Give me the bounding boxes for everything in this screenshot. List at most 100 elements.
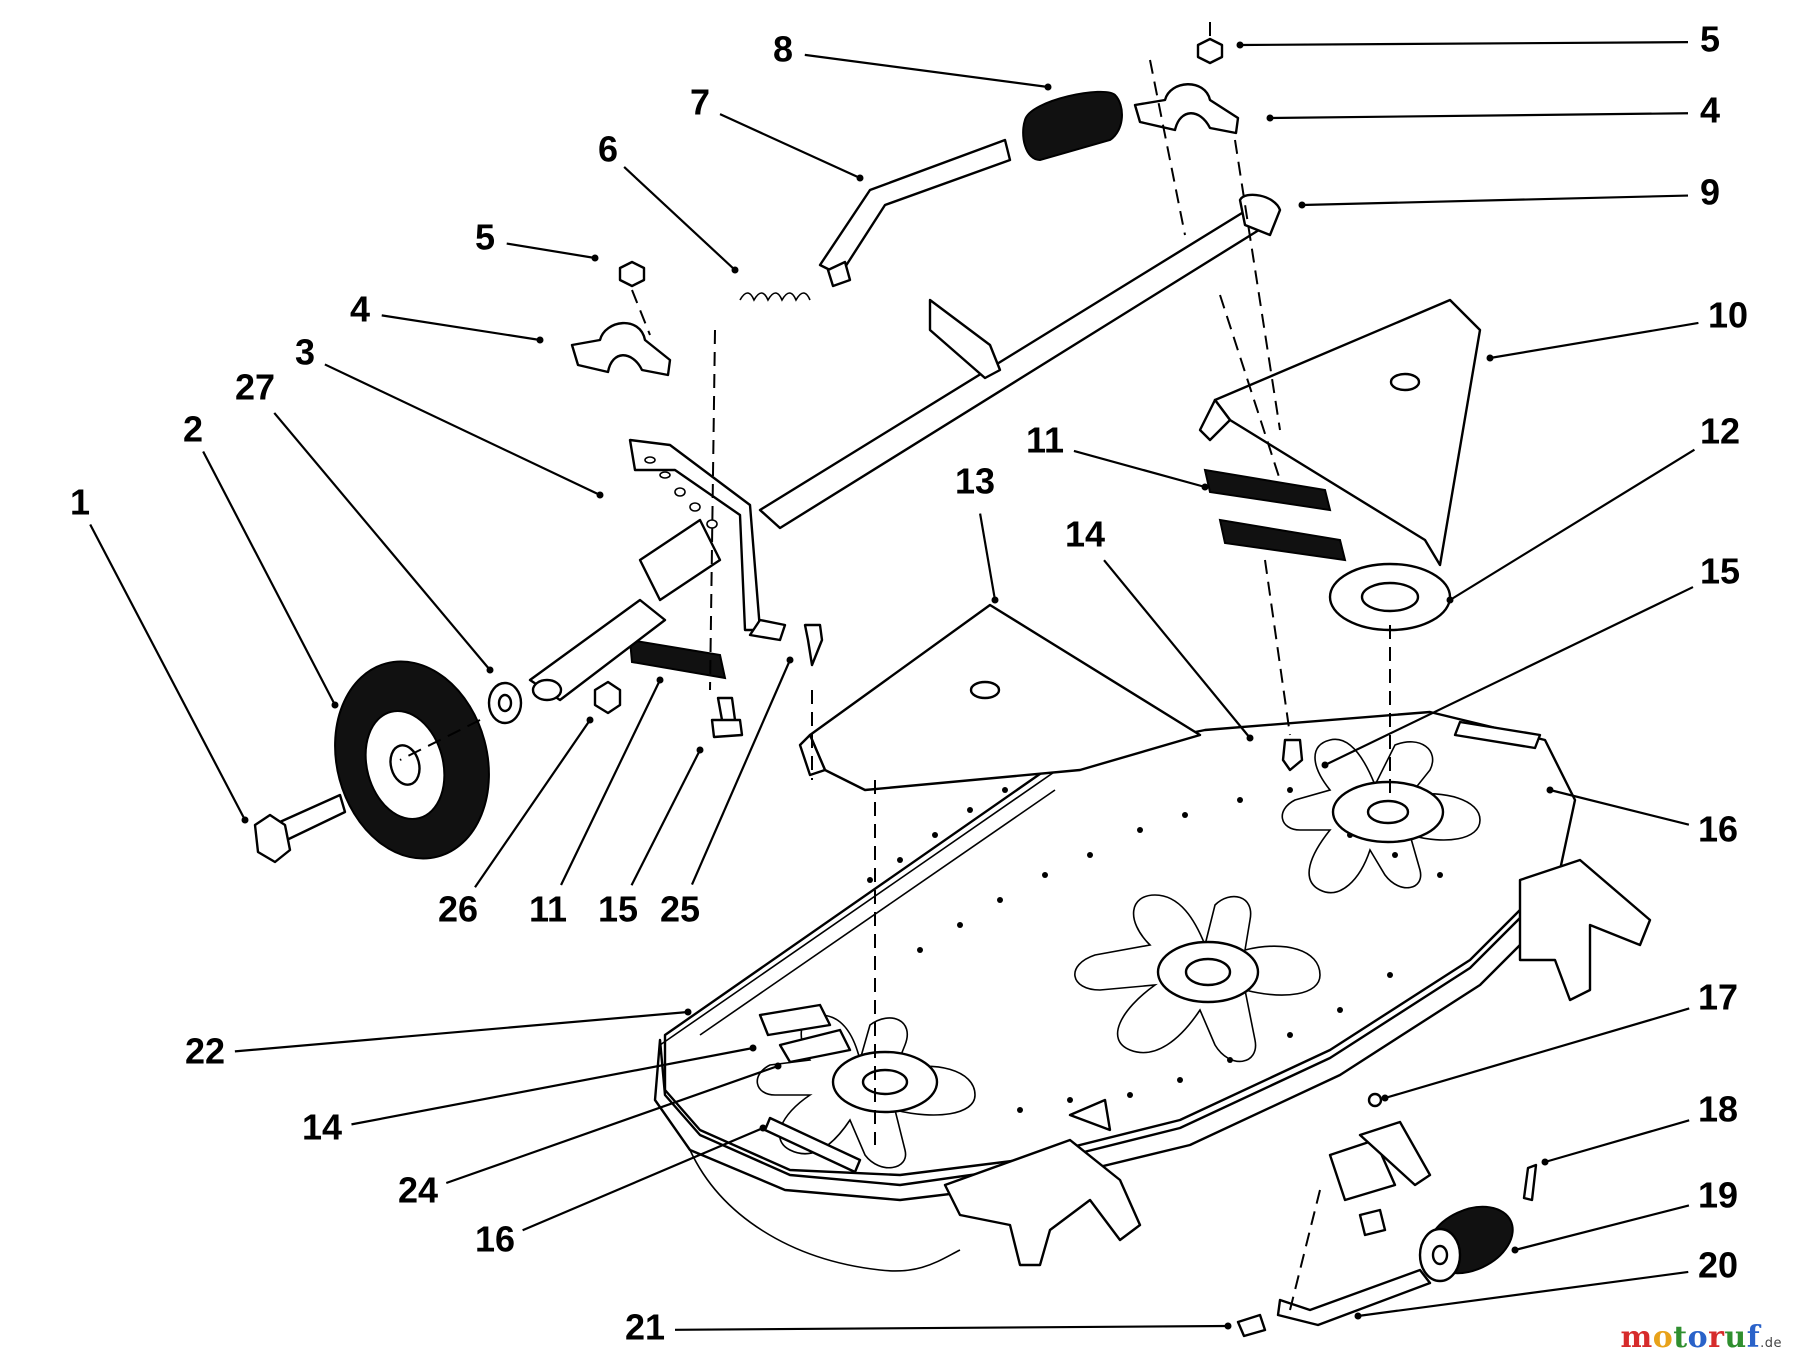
roller-axle-20 — [1276, 1268, 1432, 1327]
bolt-15-right — [1281, 738, 1304, 772]
leader-dot-24 — [774, 1062, 782, 1070]
leader-line-18 — [1544, 1119, 1690, 1164]
leader-dot-15-right — [1321, 761, 1329, 769]
callout-label-5-left: 5 — [475, 217, 495, 258]
leader-dot-7 — [856, 174, 864, 182]
callout-label-24: 24 — [398, 1170, 438, 1211]
watermark-letter: f — [1746, 1320, 1761, 1355]
lift-handle-7 — [818, 138, 1012, 288]
deck-triangle-decal — [1068, 1098, 1112, 1132]
roller-bracket — [1328, 1120, 1432, 1237]
spindle-cutout-left — [756, 1014, 976, 1169]
pad-11-left — [628, 638, 727, 680]
deck-pad-24 — [778, 1028, 852, 1064]
leader-line-14-bottom — [351, 1046, 754, 1126]
callout-label-21: 21 — [625, 1307, 665, 1348]
screw-21 — [1236, 1313, 1267, 1338]
watermark-letter: t — [1673, 1320, 1688, 1355]
leader-line-11-left — [560, 679, 661, 886]
callout-label-7: 7 — [690, 82, 710, 123]
deck-slot-right — [1453, 720, 1542, 750]
leader-line-25 — [690, 659, 792, 885]
mower-deck-housing — [653, 710, 1652, 1272]
leader-line-24 — [445, 1064, 779, 1185]
clamp-4-left — [570, 321, 672, 377]
leader-dot-5-right — [1236, 41, 1244, 49]
pad-11-upper — [1203, 468, 1332, 512]
front-hitch-bracket-right — [1518, 858, 1652, 1002]
callout-leaders — [89, 41, 1699, 1331]
leader-dot-21 — [1224, 1322, 1232, 1330]
spacer-plate-12 — [1328, 562, 1452, 632]
motoruf-watermark: motoruf.de — [1620, 1320, 1782, 1355]
leader-dot-8 — [1044, 83, 1052, 91]
leader-dot-5-left — [591, 254, 599, 262]
callout-label-5-right: 5 — [1700, 19, 1720, 60]
clamp-4-right — [1133, 83, 1240, 135]
leader-line-15-left — [630, 749, 701, 886]
callout-label-4-left: 4 — [350, 289, 370, 330]
leader-dot-16-right — [1546, 786, 1554, 794]
callout-label-3: 3 — [295, 332, 315, 373]
leader-dot-6 — [731, 266, 739, 274]
leader-dot-14-bottom — [749, 1044, 757, 1052]
leader-dot-17 — [1381, 1094, 1389, 1102]
nut-26 — [593, 680, 622, 715]
watermark-letter: u — [1724, 1320, 1747, 1355]
mount-bracket-3 — [628, 438, 787, 642]
baffle-10 — [1198, 298, 1482, 567]
wheel-2 — [334, 660, 490, 860]
leader-dot-15-left — [696, 746, 704, 754]
callout-label-12: 12 — [1700, 411, 1740, 452]
leader-line-21 — [674, 1324, 1229, 1331]
callout-label-19: 19 — [1698, 1175, 1738, 1216]
bolt-15-left — [710, 696, 744, 739]
bolt-25 — [803, 623, 824, 667]
leader-line-2 — [202, 451, 336, 706]
washer-27 — [487, 681, 523, 725]
deck-slot-left — [763, 1116, 862, 1174]
leader-dot-1 — [241, 816, 249, 824]
callout-label-11-left: 11 — [529, 889, 567, 930]
callout-label-16-bottom: 16 — [475, 1219, 515, 1260]
leader-line-13 — [979, 513, 997, 601]
leader-line-22 — [234, 1010, 689, 1053]
roller-19 — [1418, 1205, 1514, 1283]
leader-line-26 — [474, 719, 591, 888]
leader-dot-13 — [991, 596, 999, 604]
callout-label-27: 27 — [235, 367, 275, 408]
nut-17 — [1367, 1092, 1383, 1108]
callout-label-6: 6 — [598, 129, 618, 170]
leader-dot-10 — [1486, 354, 1494, 362]
leader-dot-12 — [1446, 596, 1454, 604]
leader-dot-4-left — [536, 336, 544, 344]
callout-label-26: 26 — [438, 889, 478, 930]
leader-dot-14-top — [1246, 734, 1254, 742]
callout-label-1: 1 — [70, 482, 90, 523]
hairpin-18 — [1522, 1163, 1538, 1202]
leader-line-6 — [623, 166, 736, 271]
deck-pad-14-bottom — [758, 1003, 832, 1037]
callout-label-20: 20 — [1698, 1245, 1738, 1286]
nut-5-left — [618, 260, 646, 288]
baffle-13 — [798, 603, 1202, 792]
callout-label-13: 13 — [955, 461, 995, 502]
height-adjust-rod-9 — [758, 193, 1282, 530]
callout-label-9: 9 — [1700, 172, 1720, 213]
callout-label-8: 8 — [773, 29, 793, 70]
leader-dot-16-bottom — [759, 1124, 767, 1132]
leader-dot-27 — [486, 666, 494, 674]
leader-line-16-right — [1549, 788, 1690, 826]
leader-dot-9 — [1298, 201, 1306, 209]
leader-line-1 — [89, 523, 246, 821]
leader-dot-4-right — [1266, 114, 1274, 122]
leader-line-10 — [1489, 321, 1699, 360]
callout-label-11-right: 11 — [1026, 420, 1064, 461]
leader-line-17 — [1384, 1007, 1690, 1100]
callout-label-22: 22 — [185, 1031, 225, 1072]
callout-label-17: 17 — [1698, 977, 1738, 1018]
pad-11-lower — [1218, 518, 1347, 562]
leader-dot-11-right — [1201, 483, 1209, 491]
callout-label-25: 25 — [660, 889, 700, 930]
